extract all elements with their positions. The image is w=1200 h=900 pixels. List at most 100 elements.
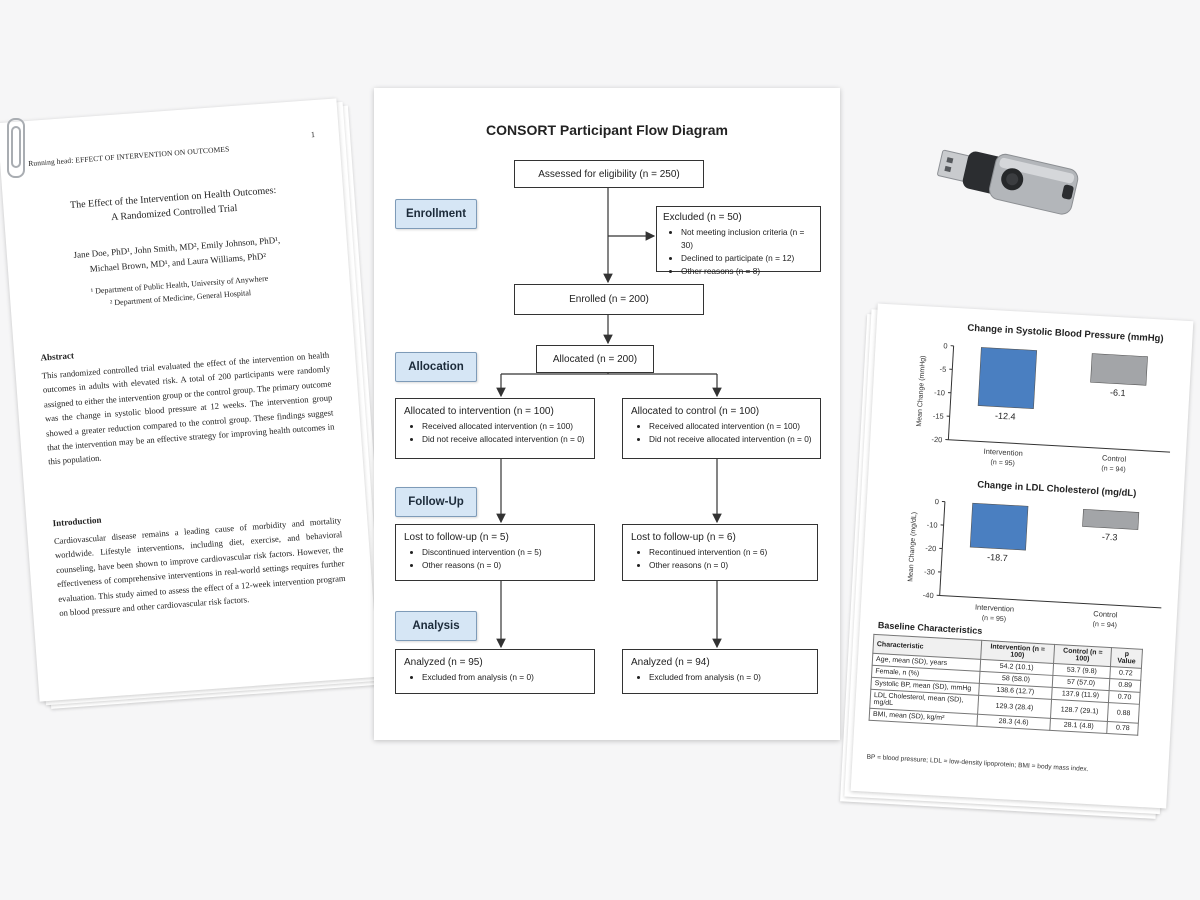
list-item: Other reasons (n = 8) bbox=[681, 265, 814, 278]
column-header: p Value bbox=[1110, 647, 1143, 669]
assessed-text: Assessed for eligibility (n = 250) bbox=[538, 168, 680, 180]
intervention-analysis-box: Analyzed (n = 95) Excluded from analysis… bbox=[395, 649, 595, 694]
control-analysis-title: Analyzed (n = 94) bbox=[631, 657, 710, 668]
intervention-allocation-details: Received allocated intervention (n = 100… bbox=[404, 420, 586, 446]
y-axis-label: Mean Change (mmHg) bbox=[916, 355, 927, 426]
list-item: Did not receive allocated intervention (… bbox=[422, 433, 586, 446]
x-axis-line bbox=[939, 594, 1162, 609]
bar-control bbox=[1082, 509, 1140, 530]
intervention-allocation-title: Allocated to intervention (n = 100) bbox=[404, 406, 554, 417]
intervention-followup-box: Lost to follow-up (n = 5) Discontinued i… bbox=[395, 524, 595, 581]
bar-value-label: -7.3 bbox=[1102, 532, 1118, 543]
control-analysis-details: Excluded from analysis (n = 0) bbox=[631, 671, 809, 684]
chart-title: Change in Systolic Blood Pressure (mmHg) bbox=[967, 323, 1164, 345]
category-label: Control bbox=[1093, 609, 1118, 619]
bar-intervention bbox=[969, 502, 1029, 551]
stage-label-analysis: Analysis bbox=[395, 611, 477, 641]
category-sublabel: (n = 95) bbox=[982, 615, 1007, 623]
category-sublabel: (n = 94) bbox=[1092, 621, 1117, 629]
assessed-box: Assessed for eligibility (n = 250) bbox=[514, 160, 704, 188]
bar-control bbox=[1090, 353, 1148, 386]
manuscript-page: Running head: EFFECT OF INTERVENTION ON … bbox=[0, 98, 379, 702]
introduction-text: Cardiovascular disease remains a leading… bbox=[53, 515, 346, 619]
ldl-change-chart: Change in LDL Cholesterol (mg/dL) Mean Ch… bbox=[907, 479, 1162, 629]
consort-diagram-page: CONSORT Participant Flow Diagram Enrollm… bbox=[374, 88, 840, 740]
excluded-box: Excluded (n = 50) Not meeting inclusion … bbox=[656, 206, 821, 276]
intervention-analysis-title: Analyzed (n = 95) bbox=[404, 657, 483, 668]
allocated-box: Allocated (n = 200) bbox=[536, 345, 654, 373]
y-tick-label: -40 bbox=[923, 591, 934, 601]
introduction-heading: Introduction bbox=[52, 514, 102, 529]
y-tick-label: -5 bbox=[939, 365, 946, 374]
excluded-title: Excluded (n = 50) bbox=[663, 212, 742, 223]
y-axis-line bbox=[947, 345, 955, 440]
table-cell: 28.1 (4.8) bbox=[1049, 718, 1108, 734]
table-footnote: BP = blood pressure; LDL = low-density l… bbox=[866, 753, 1089, 774]
control-followup-box: Lost to follow-up (n = 6) Recontinued in… bbox=[622, 524, 818, 581]
usb-drive-icon bbox=[937, 149, 1079, 215]
x-axis-line bbox=[948, 439, 1171, 453]
list-item: Did not receive allocated intervention (… bbox=[649, 433, 812, 446]
list-item: Not meeting inclusion criteria (n = 30) bbox=[681, 226, 814, 252]
paperclip-icon bbox=[7, 118, 25, 178]
control-allocation-title: Allocated to control (n = 100) bbox=[631, 406, 760, 417]
y-tick-label: -15 bbox=[933, 411, 944, 421]
allocated-text: Allocated (n = 200) bbox=[552, 353, 638, 365]
list-item: Other reasons (n = 0) bbox=[422, 559, 586, 572]
category-sublabel: (n = 94) bbox=[1101, 465, 1126, 473]
category-sublabel: (n = 95) bbox=[990, 459, 1015, 467]
chart-title: Change in LDL Cholesterol (mg/dL) bbox=[977, 479, 1137, 499]
list-item: Received allocated intervention (n = 100… bbox=[422, 420, 586, 433]
diagram-title: CONSORT Participant Flow Diagram bbox=[486, 122, 728, 138]
results-page: Change in Systolic Blood Pressure (mmHg)… bbox=[850, 303, 1194, 809]
y-tick-label: 0 bbox=[934, 497, 939, 506]
y-axis-label: Mean Change (mg/dL) bbox=[907, 512, 918, 582]
table-cell: 0.88 bbox=[1107, 702, 1140, 724]
category-label: Control bbox=[1102, 453, 1127, 463]
list-item: Recontinued intervention (n = 6) bbox=[649, 546, 809, 559]
list-item: Declined to participate (n = 12) bbox=[681, 252, 814, 265]
list-item: Received allocated intervention (n = 100… bbox=[649, 420, 812, 433]
list-item: Excluded from analysis (n = 0) bbox=[649, 671, 809, 684]
manuscript-stack: Running head: EFFECT OF INTERVENTION ON … bbox=[0, 98, 391, 709]
results-stack: Change in Systolic Blood Pressure (mmHg)… bbox=[840, 303, 1194, 819]
stage-label-enrollment: Enrollment bbox=[395, 199, 477, 229]
category-label: Intervention bbox=[983, 447, 1023, 458]
y-tick-label: -10 bbox=[934, 388, 945, 398]
list-item: Excluded from analysis (n = 0) bbox=[422, 671, 586, 684]
stage-label-followup: Follow-Up bbox=[395, 487, 477, 517]
category-label: Intervention bbox=[975, 602, 1015, 613]
y-tick-label: 0 bbox=[943, 341, 948, 350]
abstract-heading: Abstract bbox=[40, 350, 75, 363]
enrolled-box: Enrolled (n = 200) bbox=[514, 284, 704, 315]
intervention-allocation-box: Allocated to intervention (n = 100) Rece… bbox=[395, 398, 595, 459]
intervention-followup-details: Discontinued intervention (n = 5) Other … bbox=[404, 546, 586, 572]
stage-label-allocation: Allocation bbox=[395, 352, 477, 382]
y-tick-label: -20 bbox=[925, 544, 936, 554]
bar-value-label: -6.1 bbox=[1110, 387, 1126, 398]
page-number: 1 bbox=[310, 130, 316, 140]
abstract-text: This randomized controlled trial evaluat… bbox=[41, 349, 335, 467]
bar-value-label: -18.7 bbox=[987, 552, 1008, 563]
sbp-change-chart: Change in Systolic Blood Pressure (mmHg)… bbox=[916, 323, 1171, 474]
intervention-followup-title: Lost to follow-up (n = 5) bbox=[404, 532, 509, 543]
list-item: Other reasons (n = 0) bbox=[649, 559, 809, 572]
y-tick-label: -10 bbox=[927, 520, 938, 530]
y-tick-label: -20 bbox=[931, 435, 942, 445]
flow-connectors bbox=[496, 188, 722, 649]
control-followup-title: Lost to follow-up (n = 6) bbox=[631, 532, 736, 543]
paper-title: The Effect of the Intervention on Health… bbox=[3, 178, 344, 233]
control-allocation-details: Received allocated intervention (n = 100… bbox=[631, 420, 812, 446]
baseline-table: Characteristic Intervention (n = 100) Co… bbox=[869, 634, 1143, 736]
enrolled-text: Enrolled (n = 200) bbox=[569, 294, 649, 305]
control-followup-details: Recontinued intervention (n = 6) Other r… bbox=[631, 546, 809, 572]
bar-intervention bbox=[977, 347, 1038, 410]
control-allocation-box: Allocated to control (n = 100) Received … bbox=[622, 398, 821, 459]
list-item: Discontinued intervention (n = 5) bbox=[422, 546, 586, 559]
running-head: Running head: EFFECT OF INTERVENTION ON … bbox=[27, 144, 230, 169]
control-analysis-box: Analyzed (n = 94) Excluded from analysis… bbox=[622, 649, 818, 694]
y-tick-label: -30 bbox=[924, 567, 935, 577]
excluded-reasons: Not meeting inclusion criteria (n = 30) … bbox=[663, 226, 814, 278]
intervention-analysis-details: Excluded from analysis (n = 0) bbox=[404, 671, 586, 684]
bar-value-label: -12.4 bbox=[995, 411, 1016, 422]
